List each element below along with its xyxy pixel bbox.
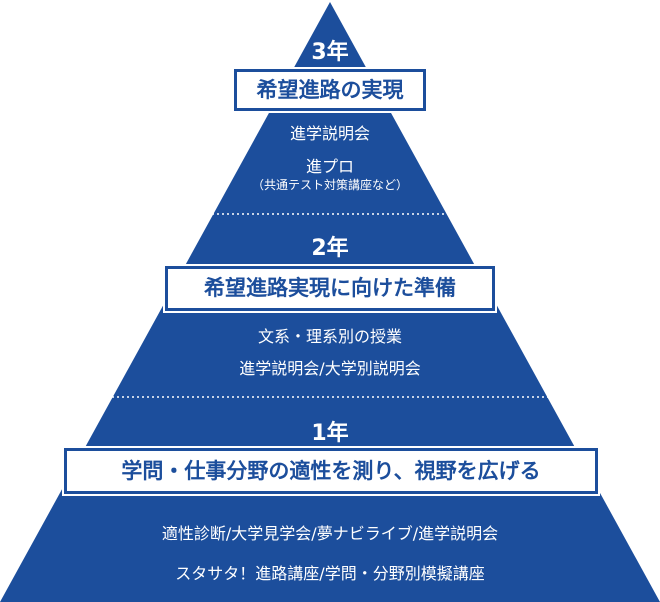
tier1-year: 1年	[311, 421, 349, 446]
tier3-item-2: 進プロ	[305, 157, 354, 176]
tier2-goal-box: 希望進路実現に向けた準備	[163, 264, 497, 313]
tier2-item-2: 進学説明会/大学別説明会	[239, 359, 421, 378]
tier3-goal-box: 希望進路の実現	[232, 67, 428, 113]
tier1-goal-box: 学問・仕事分野の適性を測り、視野を広げる	[62, 446, 600, 496]
tier2-year: 2年	[311, 236, 349, 261]
tier1-item-1: 適性診断/大学見学会/夢ナビライブ/進学説明会	[161, 524, 499, 543]
tier3-note: （共通テスト対策講座など）	[251, 178, 408, 192]
tier3-item-1: 進学説明会	[289, 124, 370, 143]
tier1-item-2: スタサタ！進路講座/学問・分野別模擬講座	[175, 564, 485, 583]
tier2-item-1: 文系・理系別の授業	[257, 327, 402, 346]
tier3-year: 3年	[311, 40, 349, 65]
